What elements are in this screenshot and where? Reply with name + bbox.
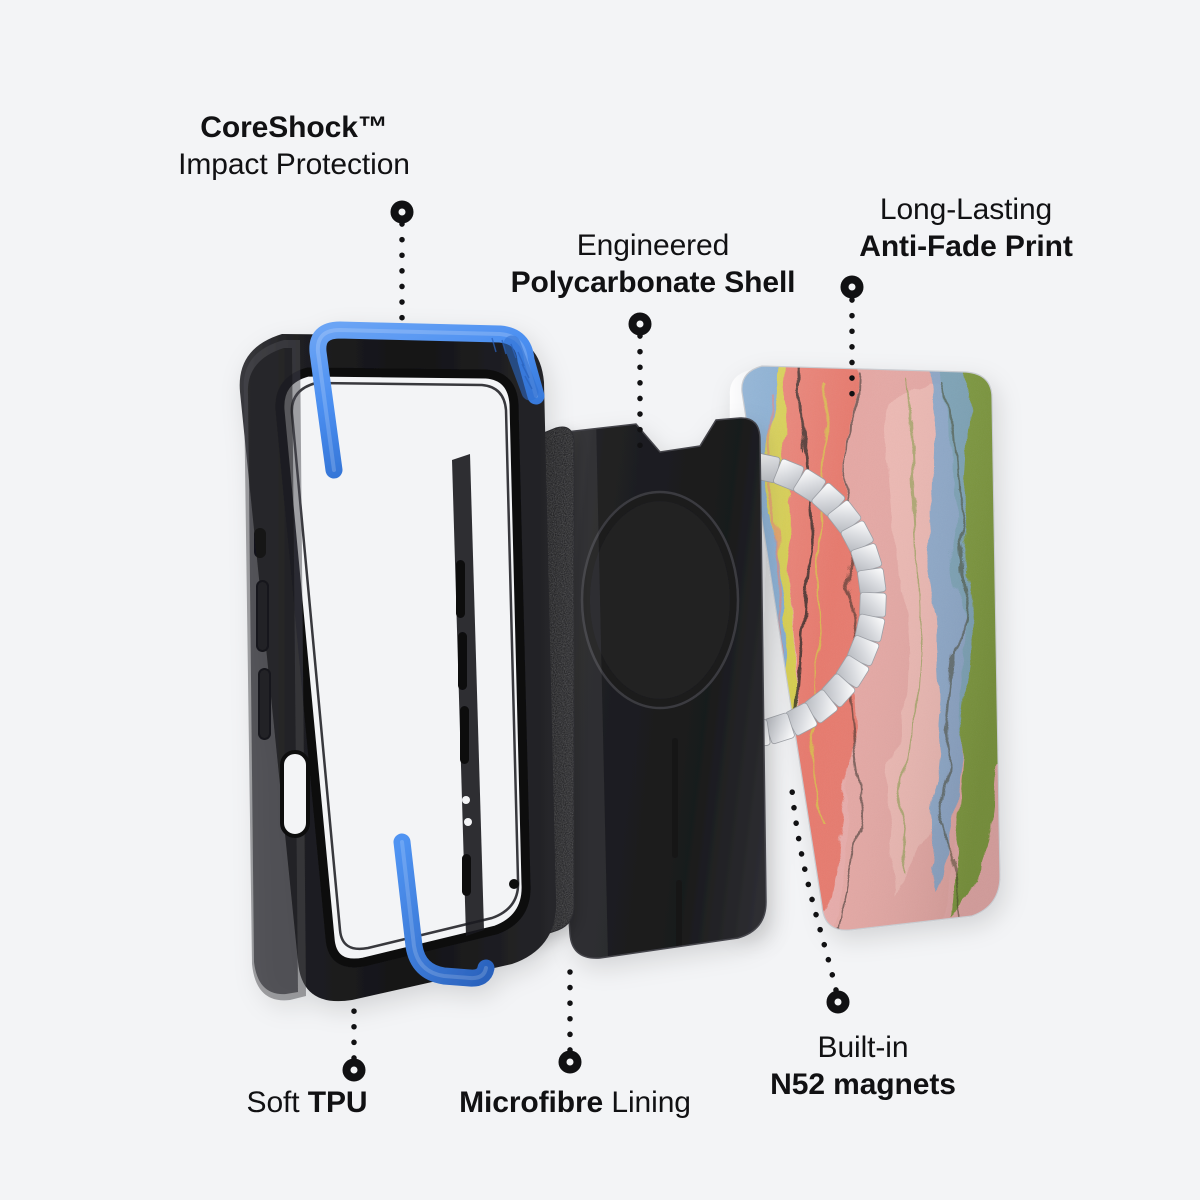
callout-tpu-line2: TPU [307,1086,368,1119]
polycarbonate-shell-layer [539,417,767,959]
callout-polycarbonate-shell: Engineered Polycarbonate Shell [492,228,814,301]
callout-n52-magnets: Built-in N52 magnets [748,1030,978,1103]
callout-soft-tpu: Soft TPU [232,1085,382,1122]
callout-antifade-line2: Anti-Fade Print [859,229,1073,263]
callout-polycarbonate-line1: Engineered [576,229,730,262]
callout-coreshock-line1: CoreShock™ [200,111,388,144]
callout-tpu-line1: Soft [246,1086,308,1119]
callout-magnets-line1: Built-in [817,1031,909,1064]
callout-magnets-line2: N52 magnets [770,1067,956,1101]
callout-microfibre-line2: Lining [603,1086,691,1119]
callout-coreshock-line2: Impact Protection [178,147,410,181]
callout-antifade-line1: Long-Lasting [879,193,1053,226]
callout-coreshock: CoreShock™ Impact Protection [152,110,436,183]
callout-microfibre-lining: Microfibre Lining [440,1085,710,1122]
tpu-bumper-layer [239,321,557,1002]
callout-polycarbonate-line2: Polycarbonate Shell [510,265,796,299]
callout-microfibre-line1: Microfibre [459,1086,604,1119]
callout-anti-fade-print: Long-Lasting Anti-Fade Print [836,192,1096,265]
